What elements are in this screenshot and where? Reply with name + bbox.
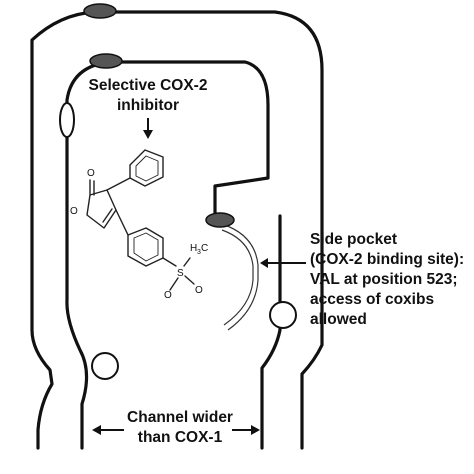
wall-ellipse-left (59, 102, 75, 138)
channel-arrow-left-head (92, 425, 101, 435)
phenyl-ring-inner (135, 155, 159, 182)
phenyl-link (106, 177, 131, 191)
coxib-molecule: O O S H 3 C O O (70, 149, 208, 301)
inner-channel-wall (65, 60, 112, 450)
channel-arrow-right-head (251, 425, 260, 435)
wall-ellipse-pocket (205, 212, 235, 228)
inner-channel-wall-right (260, 214, 282, 450)
double-bond (102, 208, 113, 223)
side-pocket-label-line4: access of coxibs (310, 291, 434, 308)
furanone-ring (86, 189, 117, 229)
methyl-bond (183, 257, 191, 267)
inhibitor-label-line1: Selective COX-2 (89, 77, 208, 94)
methyl-h: H (190, 243, 197, 254)
side-pocket-curve-outer (221, 223, 259, 331)
methyl-c: C (201, 243, 208, 254)
side-pocket-curve-inner (221, 229, 254, 326)
inner-channel-wall-top (108, 60, 270, 220)
side-pocket-label-line2: (COX-2 binding site): (310, 251, 464, 268)
sulfonyl-o2-bond (184, 275, 195, 285)
wall-ellipse-top (83, 3, 117, 19)
wall-circle-right (269, 301, 297, 329)
side-pocket-label-line5: allowed (310, 311, 367, 328)
sulfonylphenyl-link (115, 209, 129, 236)
outer-channel-wall-left (30, 10, 97, 450)
ring-oxygen: O (70, 206, 78, 217)
channel-label-line1: Channel wider (127, 409, 233, 426)
sulfonyl-o2: O (195, 285, 203, 296)
sulfonyl-o1-bond (169, 277, 179, 291)
carbonyl-oxygen: O (87, 168, 95, 179)
sulfonylphenyl-ring-inner (133, 232, 159, 262)
wall-ellipse-inner-top (89, 53, 123, 69)
inhibitor-arrow-head (143, 130, 153, 139)
sulfur-atom: S (177, 268, 184, 279)
channel-label-line2: than COX-1 (138, 429, 223, 446)
methyl-3: 3 (197, 249, 201, 256)
outer-channel-wall-top (93, 10, 324, 450)
inhibitor-label-line2: inhibitor (117, 97, 179, 114)
sulfonyl-o1: O (164, 290, 172, 301)
side-pocket-label-line1: Side pocket (310, 231, 397, 248)
sulfur-link (162, 257, 177, 267)
wall-circle-left (91, 352, 119, 380)
side-pocket-label-line3: VAL at position 523; (310, 271, 458, 288)
side-pocket-arrow-head (260, 258, 268, 268)
